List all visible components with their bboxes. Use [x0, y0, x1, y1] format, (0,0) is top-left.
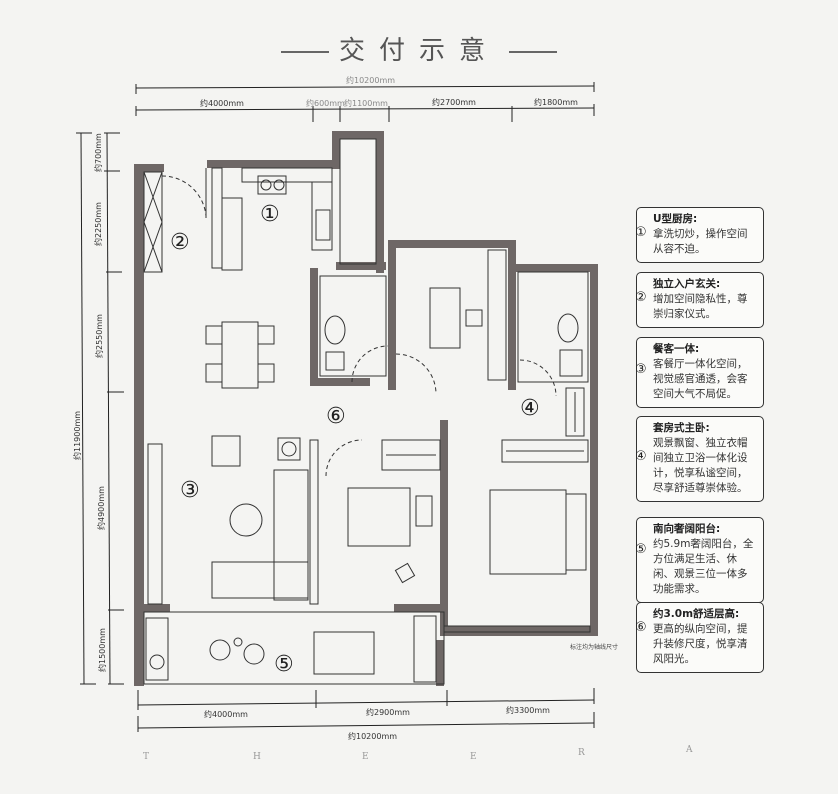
legend-card-balcony: ⑤ 南向奢阔阳台: 约5.9m奢阔阳台，全方位满足生活、休闲、观景三位一体多功能… [635, 517, 764, 603]
room-marker-kitchen: ① [260, 202, 280, 227]
dim-bottom-3: 约3300mm [506, 706, 550, 715]
fixtures [143, 138, 591, 685]
legend-heading: U型厨房: [653, 213, 698, 225]
dim-left-4: 约4900mm [97, 486, 106, 530]
footer-letter: H [253, 752, 261, 762]
room-marker-balcony: ⑤ [274, 652, 294, 677]
legend-heading: 餐客一体: [653, 343, 700, 355]
walls [134, 131, 598, 686]
dim-bottom-total: 约10200mm [348, 732, 398, 741]
footer-letter: A [686, 745, 693, 755]
dimension-lines [76, 82, 595, 732]
dim-left-1: 约700mm [94, 133, 103, 172]
legend-num: ⑤ [635, 542, 647, 557]
legend-body: 观景飘窗、独立衣帽间独立卫浴一体化设计，悦享私谧空间，尽享舒适尊崇体验。 [653, 437, 748, 494]
legend-card-kitchen: ① U型厨房: 拿洗切炒，操作空间从容不迫。 [635, 207, 764, 263]
dim-top-total: 约10200mm [346, 76, 396, 85]
legend-heading: 南向奢阔阳台: [653, 523, 721, 535]
dimension-note: 标注均为轴线尺寸 [570, 644, 619, 651]
legend-heading: 约3.0m舒适层高: [653, 608, 740, 620]
dim-bottom-2: 约2900mm [366, 708, 410, 717]
dim-top-1: 约4000mm [200, 99, 244, 108]
legend-num: ④ [635, 449, 647, 464]
legend-card-ceiling: ⑥ 约3.0m舒适层高: 更高的纵向空间，提升装修尺度，悦享清风阳光。 [635, 602, 764, 673]
dim-top-3: 约1100mm [344, 99, 388, 108]
footer-letter: E [362, 752, 369, 762]
room-marker-entry: ② [170, 230, 190, 255]
legend-num: ⑥ [635, 620, 647, 635]
legend-heading: 套房式主卧: [653, 422, 710, 434]
legend-body: 拿洗切炒，操作空间从容不迫。 [653, 228, 748, 255]
dim-top-4: 约2700mm [432, 98, 476, 107]
dim-bottom-1: 约4000mm [204, 710, 248, 719]
footer-letter: R [578, 748, 585, 758]
legend-num: ③ [635, 362, 647, 377]
legend-body: 更高的纵向空间，提升装修尺度，悦享清风阳光。 [653, 623, 748, 665]
dim-top-5: 约1800mm [534, 98, 578, 107]
legend-body: 增加空间隐私性，尊崇归家仪式。 [653, 293, 748, 320]
entry-cabinet [143, 171, 163, 273]
room-marker-living: ③ [180, 478, 200, 503]
legend-body: 客餐厅一体化空间，视觉感官通透，会客空间大气不局促。 [653, 358, 748, 400]
footer-letter: E [470, 752, 477, 762]
legend-card-entry: ② 独立入户玄关: 增加空间隐私性，尊崇归家仪式。 [635, 272, 764, 328]
legend-body: 约5.9m奢阔阳台，全方位满足生活、休闲、观景三位一体多功能需求。 [653, 538, 754, 595]
dim-left-total: 约11900mm [73, 410, 82, 460]
page-title: 交付示意 [0, 30, 838, 67]
dim-left-2: 约2250mm [94, 202, 103, 246]
legend-card-living: ③ 餐客一体: 客餐厅一体化空间，视觉感官通透，会客空间大气不局促。 [635, 337, 764, 408]
dim-top-2: 约600mm [306, 99, 345, 108]
legend-num: ① [635, 225, 647, 240]
dim-left-3: 约2550mm [95, 314, 104, 358]
title-right-rule [509, 51, 557, 53]
legend-heading: 独立入户玄关: [653, 278, 721, 290]
title-left-rule [280, 51, 329, 53]
room-marker-master: ④ [520, 396, 540, 421]
footer-letter: T [143, 752, 150, 762]
legend-card-master: ④ 套房式主卧: 观景飘窗、独立衣帽间独立卫浴一体化设计，悦享私谧空间，尽享舒适… [635, 416, 764, 502]
legend-num: ② [635, 290, 647, 305]
room-marker-ceiling: ⑥ [326, 404, 346, 429]
dim-left-5: 约1500mm [98, 628, 107, 672]
title-text: 交付示意 [338, 36, 499, 66]
